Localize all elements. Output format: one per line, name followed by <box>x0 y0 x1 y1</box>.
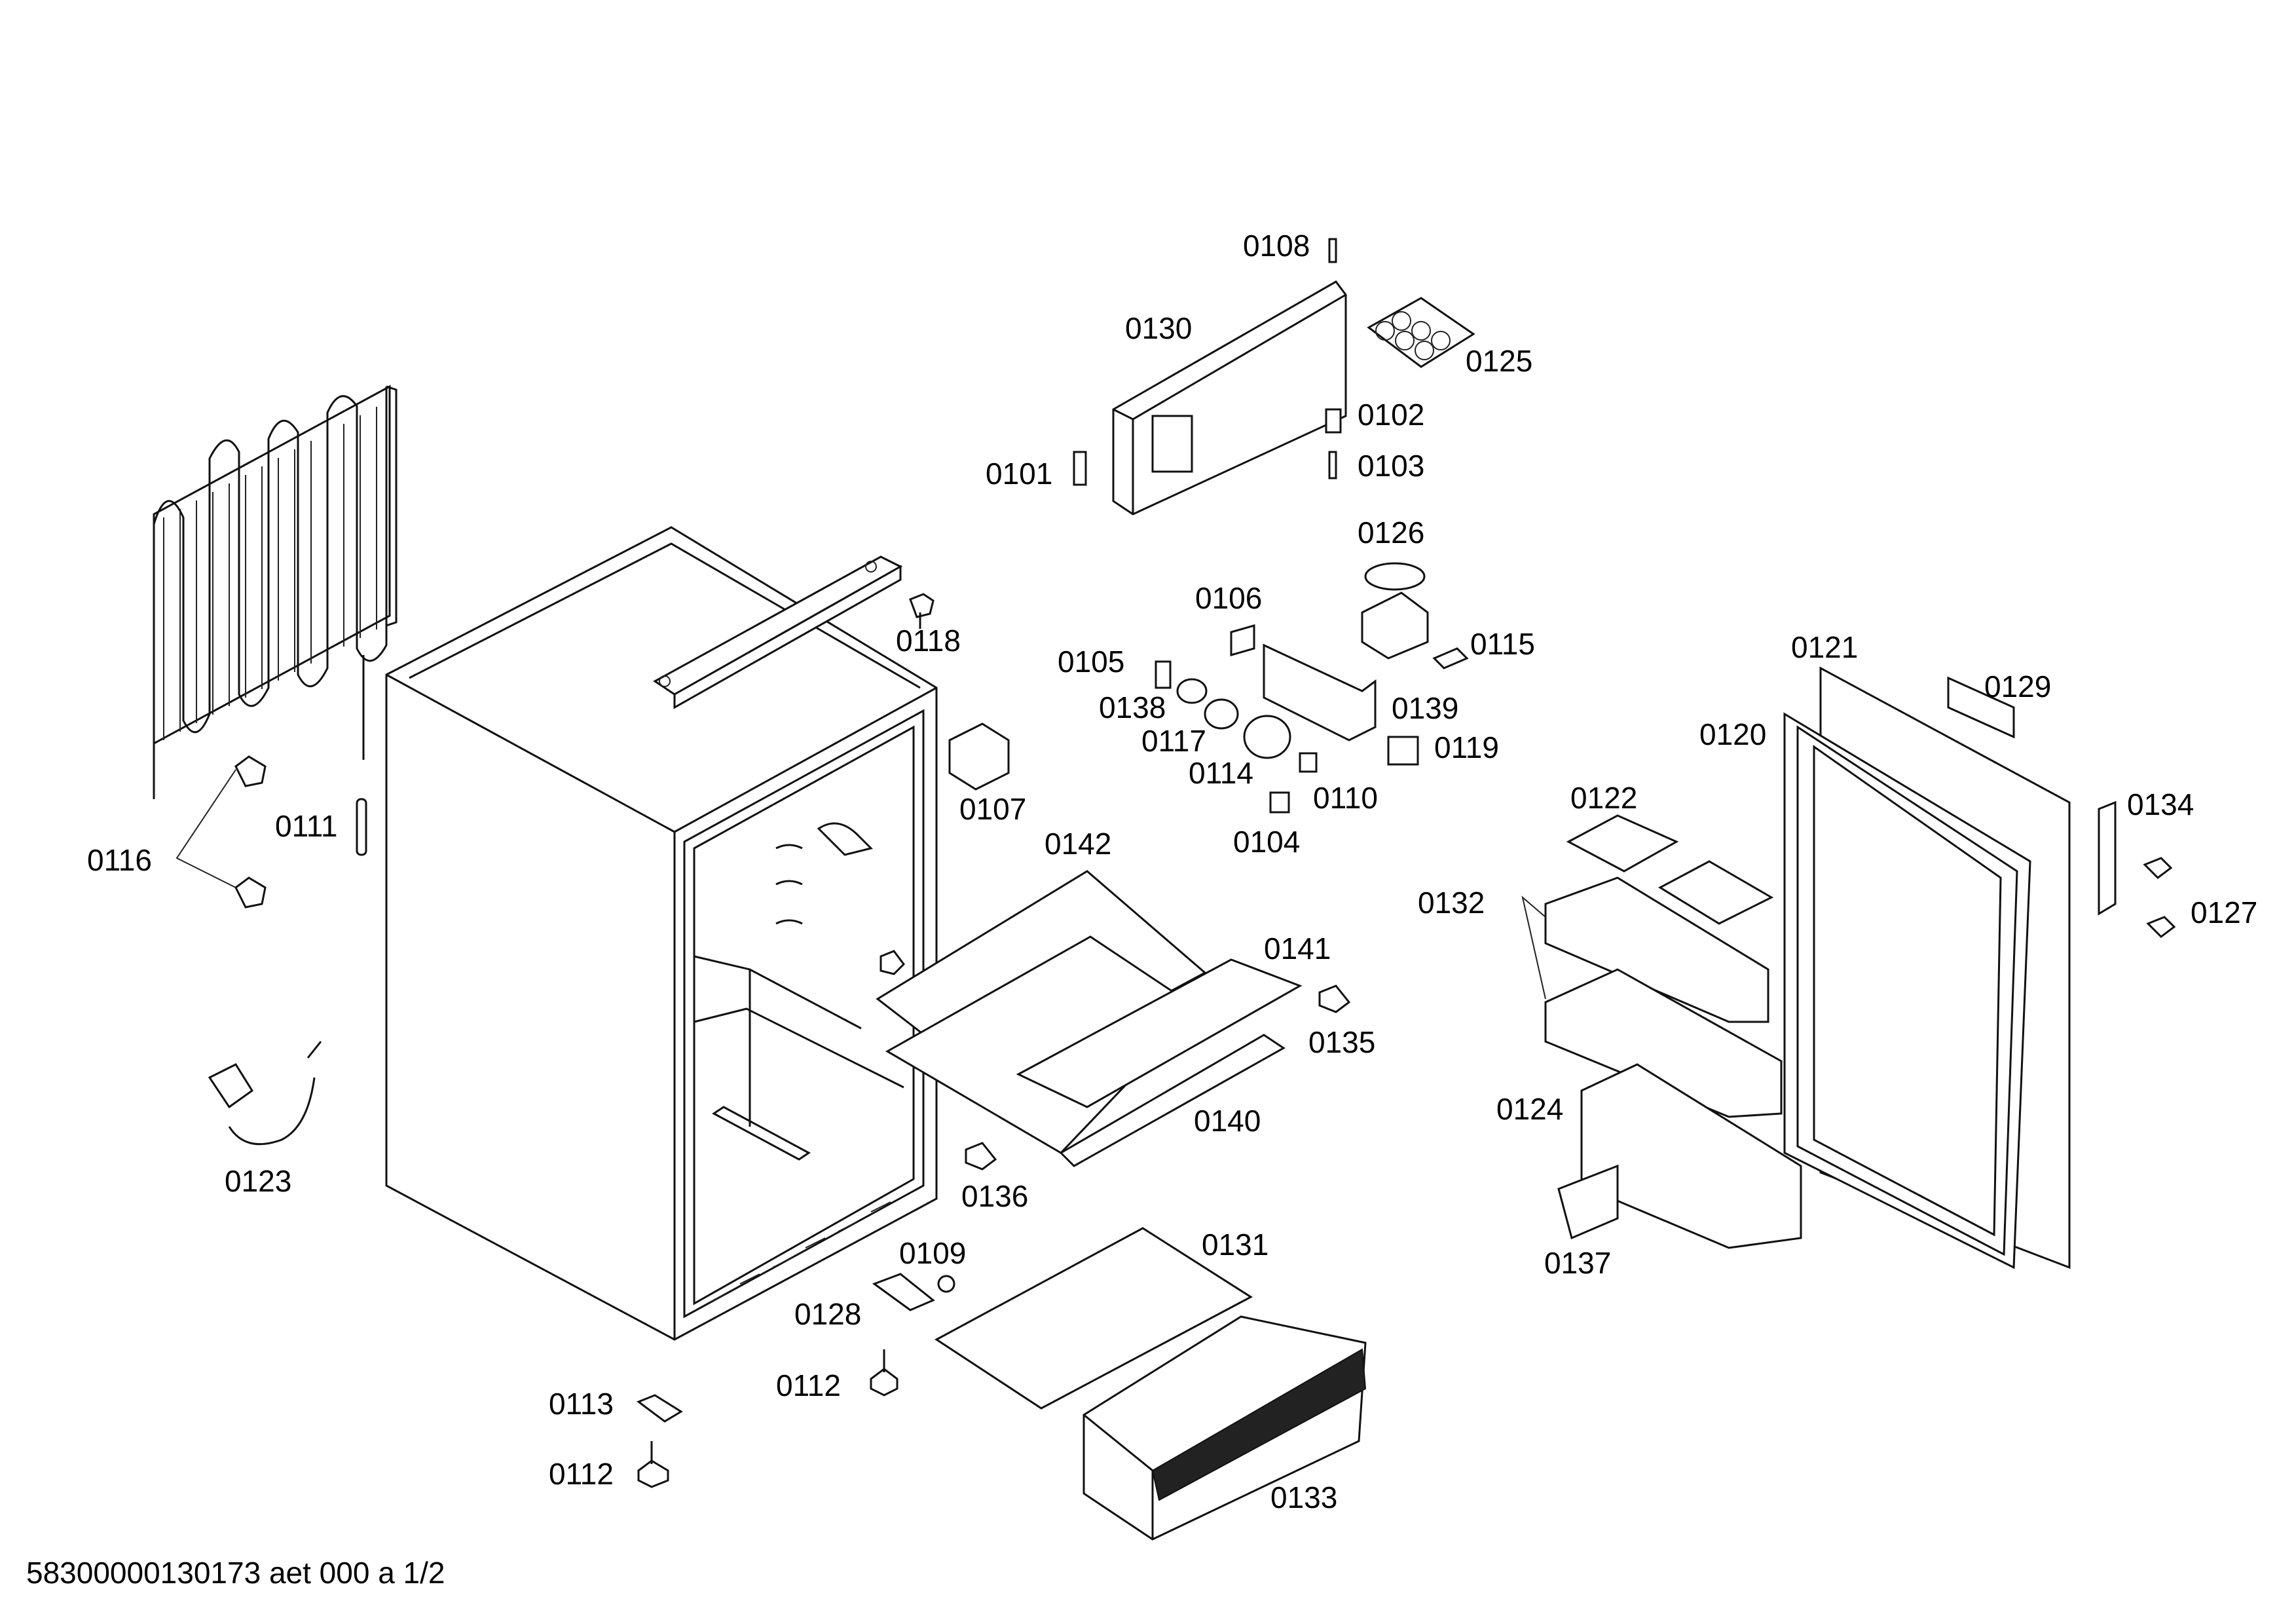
cover-bracket <box>948 723 1010 791</box>
part-label-0109: 0109 <box>899 1236 967 1270</box>
refrigerator-door <box>1783 666 2176 1269</box>
cabinet-body <box>385 526 938 1341</box>
part-label-0129: 0129 <box>1984 669 2052 704</box>
part-label-0132: 0132 <box>1418 886 1485 920</box>
part-label-0136: 0136 <box>961 1179 1029 1213</box>
part-label-0135: 0135 <box>1308 1025 1376 1059</box>
thermostat-assembly <box>1155 562 1469 814</box>
part-label-0117: 0117 <box>1141 724 1206 758</box>
part-label-0112-left: 0112 <box>549 1457 614 1491</box>
part-label-0114: 0114 <box>1189 756 1253 790</box>
part-label-0141: 0141 <box>1264 931 1331 966</box>
part-label-0115: 0115 <box>1470 627 1535 661</box>
part-label-0134: 0134 <box>2127 787 2194 821</box>
part-label-0105: 0105 <box>1058 645 1125 679</box>
part-label-0124: 0124 <box>1496 1092 1564 1126</box>
part-label-0140: 0140 <box>1194 1104 1261 1138</box>
left-small-parts <box>176 755 367 1146</box>
part-label-0116: 0116 <box>87 843 152 877</box>
part-label-0126: 0126 <box>1358 516 1425 550</box>
part-label-0101: 0101 <box>986 457 1053 491</box>
part-label-0103: 0103 <box>1358 449 1425 483</box>
freezer-door <box>1073 238 1475 516</box>
part-label-0133: 0133 <box>1270 1480 1338 1514</box>
part-label-0120: 0120 <box>1699 717 1767 751</box>
part-label-0111: 0111 <box>275 809 338 843</box>
part-label-0125: 0125 <box>1466 344 1533 378</box>
part-label-0118: 0118 <box>896 624 961 658</box>
part-label-0122: 0122 <box>1570 781 1638 815</box>
part-label-0119: 0119 <box>1434 730 1499 764</box>
part-label-0107: 0107 <box>959 792 1027 826</box>
glass-shelves <box>876 870 1351 1171</box>
part-label-0128: 0128 <box>794 1297 862 1331</box>
part-label-0104: 0104 <box>1233 825 1301 859</box>
part-label-0121: 0121 <box>1791 630 1859 664</box>
part-label-0137: 0137 <box>1544 1246 1612 1280</box>
part-label-0142: 0142 <box>1045 827 1112 861</box>
part-label-0113: 0113 <box>549 1387 614 1421</box>
part-label-0138: 0138 <box>1099 690 1166 724</box>
door-shelves <box>1521 814 1802 1249</box>
part-label-0131: 0131 <box>1202 1228 1269 1262</box>
part-label-0102: 0102 <box>1358 398 1425 432</box>
part-label-0139: 0139 <box>1392 691 1459 725</box>
part-label-0112: 0112 <box>776 1368 841 1402</box>
top-bracket <box>653 555 935 709</box>
part-label-0130: 0130 <box>1125 311 1193 345</box>
part-label-0123: 0123 <box>225 1164 292 1198</box>
drawing-reference-footer: 58300000130173 aet 000 a 1/2 <box>26 1556 445 1590</box>
bottom-parts <box>636 1227 1367 1541</box>
part-label-0106: 0106 <box>1195 581 1263 615</box>
part-label-0108: 0108 <box>1243 229 1310 263</box>
condenser-coil <box>153 385 398 799</box>
part-label-0127: 0127 <box>2191 895 2258 929</box>
part-label-0110: 0110 <box>1313 781 1378 815</box>
